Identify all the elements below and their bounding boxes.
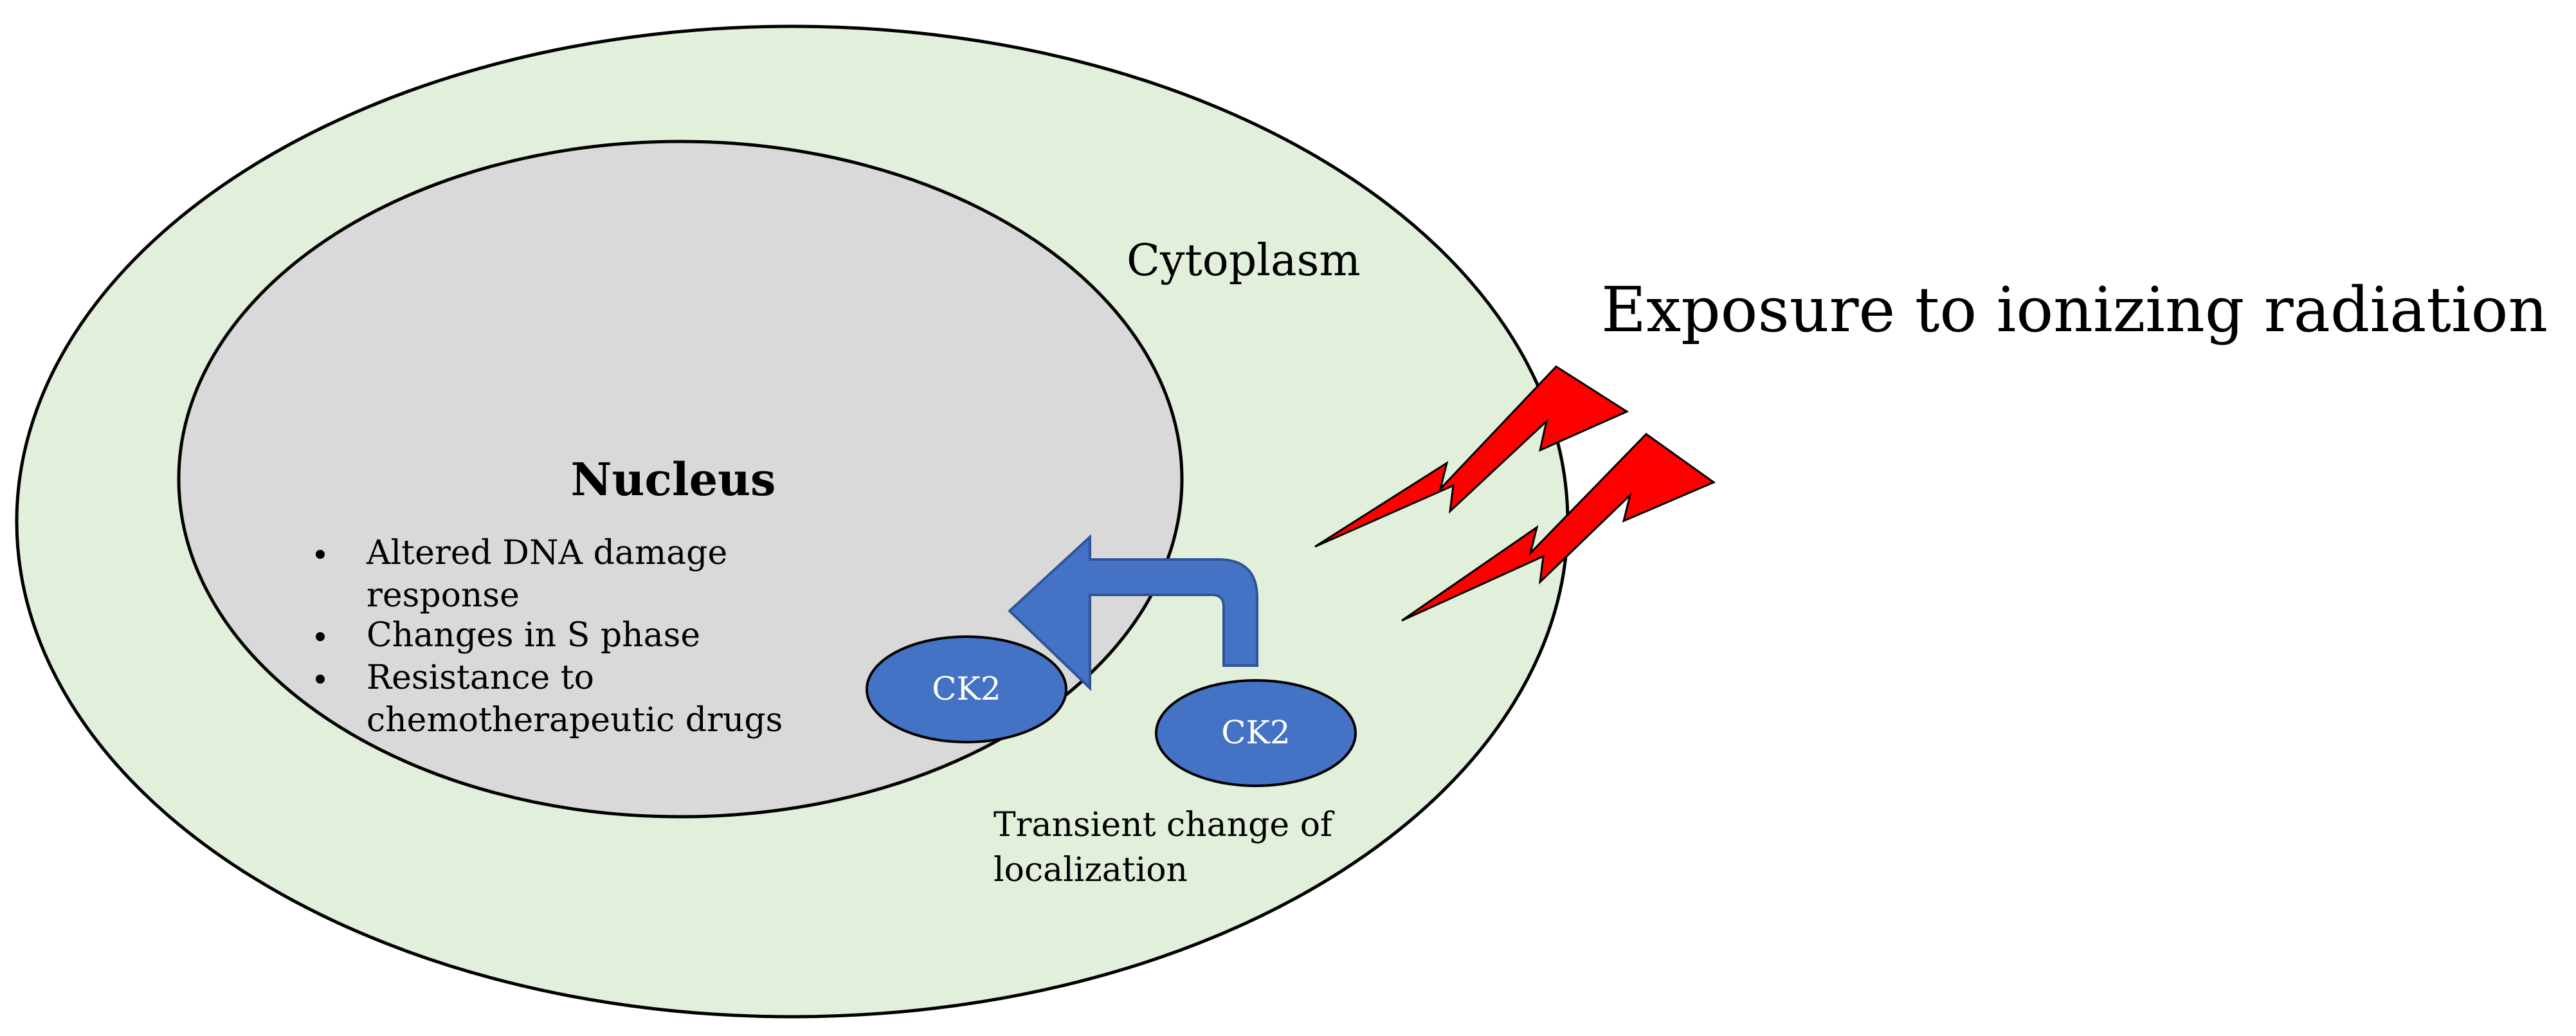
bullet-dot — [316, 550, 325, 559]
cytoplasm-label: Cytoplasm — [1127, 235, 1361, 286]
bullet-3-line-1: Resistance to — [367, 659, 594, 697]
bullet-2-line-1: Changes in S phase — [367, 616, 700, 655]
bullet-dot — [316, 632, 325, 641]
nucleus-title: Nucleus — [571, 453, 776, 506]
ck2-cytoplasmic — [1155, 679, 1357, 787]
ck2-cytoplasmic-label: CK2 — [1221, 714, 1290, 751]
bullet-1-line-2: response — [367, 576, 520, 615]
nucleus-bullet-list: Altered DNA damage response Changes in S… — [316, 534, 783, 740]
ck2-nuclear-label: CK2 — [932, 670, 1001, 707]
ck2-nuclear — [866, 635, 1067, 743]
exposure-label: Exposure to ionizing radiation — [1601, 274, 2548, 346]
bullet-3-line-2: chemotherapeutic drugs — [367, 701, 783, 740]
transient-note-line-1: Transient change of — [993, 806, 1335, 844]
transient-note-line-2: localization — [993, 851, 1188, 889]
radiation-bolt-icon — [1401, 433, 1716, 622]
bullet-dot — [316, 675, 325, 684]
translocation-arrow — [1008, 534, 1258, 691]
radiation-bolt-icon — [1314, 365, 1629, 548]
bullet-1-line-1: Altered DNA damage — [366, 534, 727, 572]
